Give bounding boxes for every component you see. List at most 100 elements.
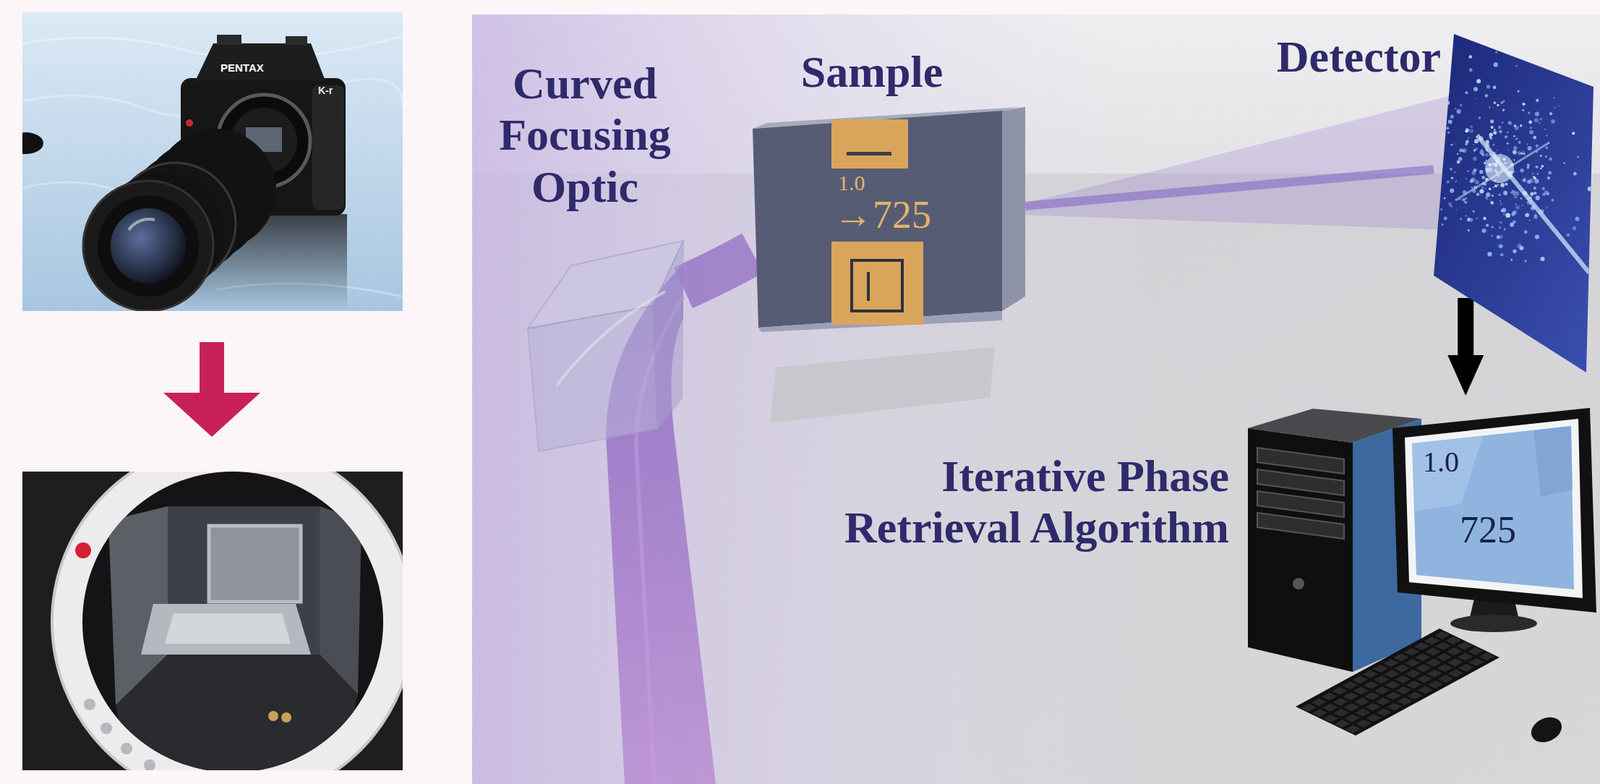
speckle — [1500, 182, 1505, 188]
text-slot: Detector — [1209, 31, 1441, 83]
speckle — [1510, 224, 1513, 228]
key — [1345, 725, 1362, 734]
speckle — [1420, 253, 1424, 256]
speckle — [1432, 138, 1436, 142]
speckle — [1456, 109, 1462, 114]
key — [1427, 680, 1444, 689]
computer: Iterative Phase Retrieval Algorithm1.072… — [1244, 402, 1597, 750]
speckle — [1467, 137, 1470, 139]
key — [1406, 680, 1423, 689]
text-slot: 1.0 — [837, 172, 918, 194]
speckle — [1472, 156, 1478, 161]
speckle — [1476, 78, 1481, 84]
speckle — [1517, 140, 1521, 144]
speckle — [1503, 227, 1507, 230]
scattered-beam-fan-part — [1020, 144, 1475, 212]
speckle — [1450, 114, 1455, 120]
power-button — [1292, 577, 1305, 590]
key — [1352, 675, 1368, 684]
camera-photo-part — [110, 208, 186, 284]
speckle — [1519, 168, 1524, 173]
monitor-frame — [1392, 407, 1597, 613]
mirror-box-photo-part — [52, 471, 403, 770]
speckle — [1464, 197, 1467, 200]
component-label: Detector — [1209, 31, 1441, 83]
speckle — [1464, 200, 1467, 204]
speckle — [1473, 86, 1478, 92]
speckle — [1511, 190, 1515, 194]
speckle — [1528, 120, 1533, 124]
speckle — [1526, 163, 1530, 167]
speckle — [1485, 93, 1488, 97]
speckle — [1456, 209, 1458, 212]
key — [1373, 675, 1390, 684]
speckle — [1545, 146, 1549, 150]
speckle — [1545, 155, 1548, 158]
speckle — [1449, 187, 1454, 193]
text-slot: →725 — [833, 195, 979, 235]
speckle — [1527, 111, 1530, 114]
key — [1467, 647, 1484, 656]
speckle — [1514, 190, 1520, 196]
speckle — [1471, 170, 1476, 175]
key — [1393, 652, 1410, 661]
speckle — [1469, 67, 1473, 72]
speckle — [1466, 229, 1470, 233]
speckle — [1454, 107, 1457, 110]
camera-photo-part — [128, 219, 155, 230]
speckle — [1531, 172, 1534, 175]
mirror-box-photo-part-part — [208, 525, 301, 602]
speckle — [1521, 109, 1525, 112]
speckle — [1520, 197, 1523, 200]
key — [1383, 658, 1400, 667]
speckle — [1495, 50, 1498, 53]
key — [1414, 642, 1431, 650]
lab-room-backdrop-part — [769, 347, 995, 423]
speckle — [1461, 148, 1467, 153]
speckle — [1539, 117, 1543, 121]
speckle — [1490, 119, 1494, 123]
speckle — [1493, 101, 1497, 105]
speckle — [1553, 96, 1556, 99]
speckle — [1519, 245, 1524, 251]
speckle — [1465, 128, 1470, 133]
speckle — [1513, 124, 1517, 128]
speckle — [1449, 204, 1453, 208]
speckle — [1513, 135, 1515, 137]
speckle — [1521, 102, 1525, 106]
speckle — [1534, 165, 1538, 169]
light-beam — [683, 253, 753, 288]
speckle — [1482, 216, 1487, 221]
speckle — [1534, 214, 1538, 217]
mirror-box-photo-part-part — [115, 654, 358, 770]
speckle — [1469, 125, 1473, 128]
speckle — [1534, 178, 1539, 183]
mouse — [1526, 712, 1566, 747]
slide-side — [1002, 107, 1026, 311]
key — [1456, 641, 1473, 650]
speckle — [1498, 226, 1501, 229]
speckle — [1464, 214, 1467, 217]
transition-arrow — [163, 341, 261, 437]
key — [1424, 636, 1441, 645]
lab-room-backdrop — [472, 14, 1600, 784]
key — [1363, 681, 1380, 690]
speckle — [1506, 142, 1509, 145]
speckle — [1534, 117, 1539, 123]
speckle — [1592, 238, 1595, 241]
speckle — [1512, 149, 1517, 154]
speckle — [1507, 148, 1509, 151]
gold-pad — [831, 119, 909, 169]
detector-panel-shape — [1433, 33, 1594, 373]
focusing-optic: Curved Focusing Optic — [527, 240, 684, 455]
camera-photo-part — [22, 132, 44, 154]
speckle — [1492, 143, 1495, 147]
key — [1447, 657, 1464, 666]
speckle — [1510, 191, 1512, 194]
speckle — [1538, 122, 1541, 125]
speckle — [1498, 243, 1504, 248]
key — [1365, 702, 1381, 711]
speckle — [1587, 186, 1593, 191]
key — [1425, 647, 1441, 656]
key — [1375, 696, 1392, 705]
